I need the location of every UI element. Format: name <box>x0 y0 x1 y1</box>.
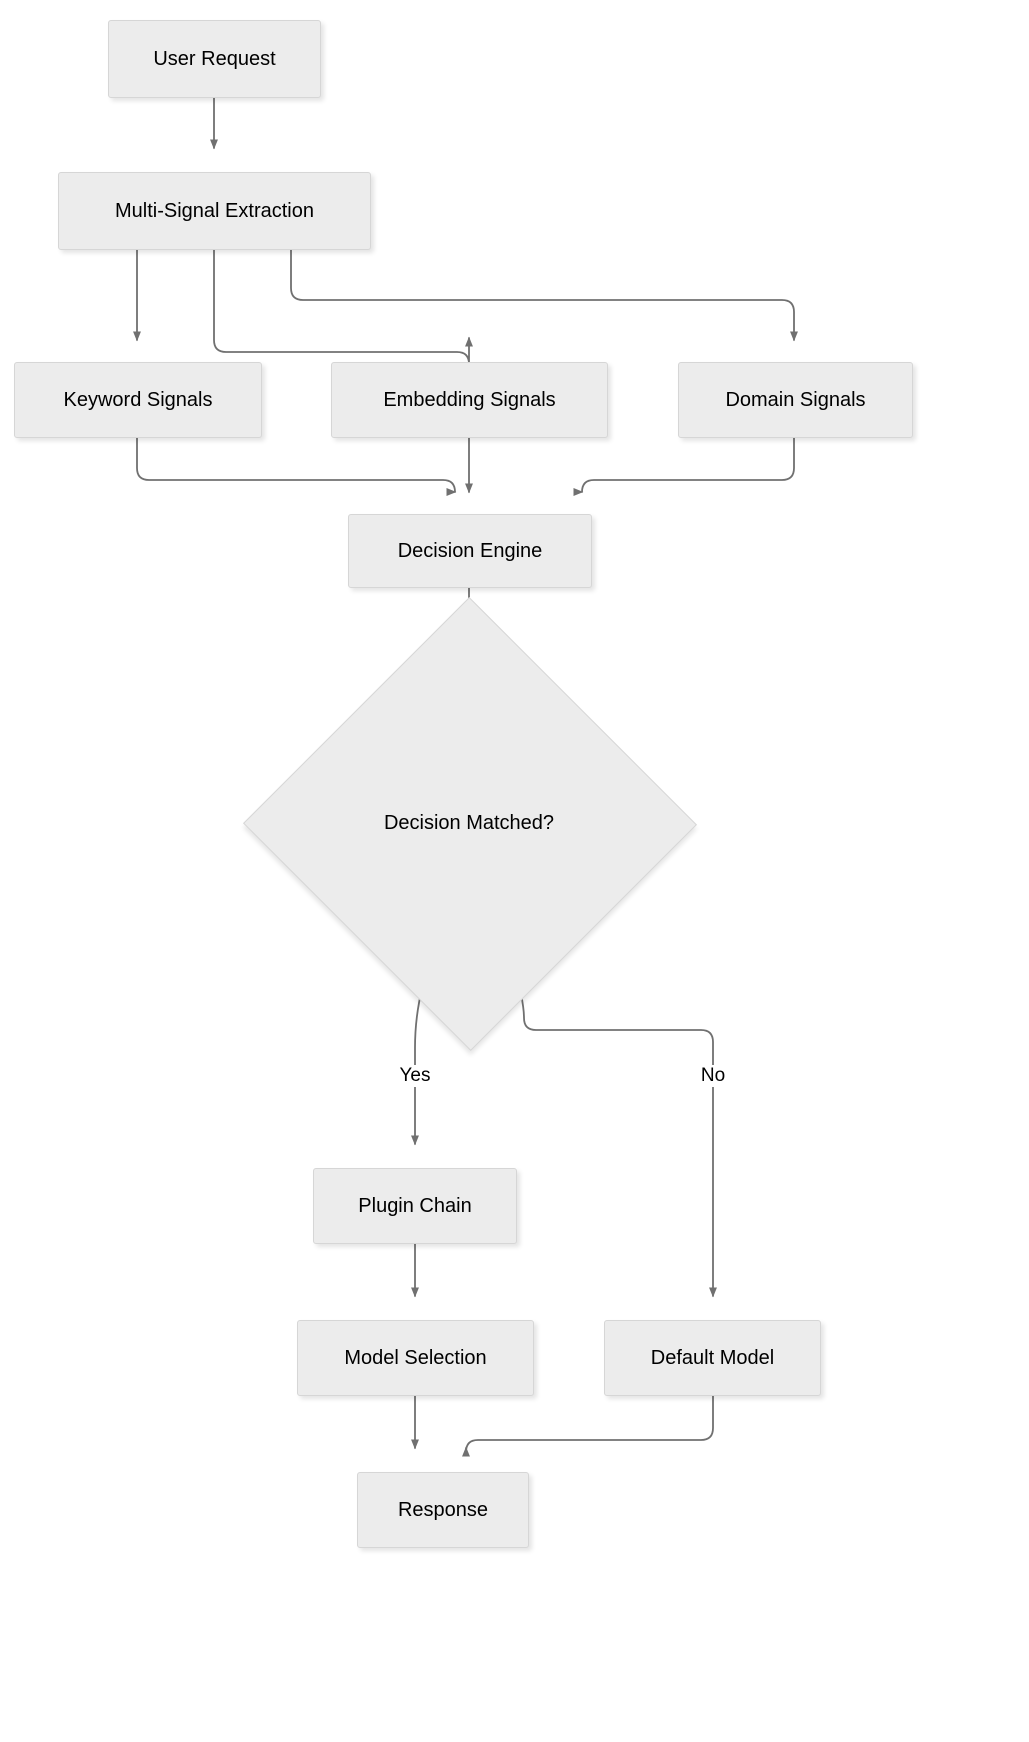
edge-keyword-to-decision-engine <box>136 437 459 494</box>
node-domain-signals[interactable]: Domain Signals <box>678 362 913 438</box>
node-label: Multi-Signal Extraction <box>115 200 314 222</box>
node-label: Embedding Signals <box>383 389 556 411</box>
node-label: Domain Signals <box>725 389 866 411</box>
node-label: Default Model <box>650 1347 775 1369</box>
node-label: Response <box>397 1499 489 1521</box>
node-decision-matched[interactable]: Decision Matched? <box>243 597 697 1051</box>
node-label: Model Selection <box>344 1347 487 1369</box>
edge-multi-signal-to-domain <box>290 249 798 342</box>
node-response[interactable]: Response <box>357 1472 529 1548</box>
node-user-request[interactable]: User Request <box>108 20 321 98</box>
node-default-model[interactable]: Default Model <box>604 1320 821 1396</box>
node-decision-engine[interactable]: Decision Engine <box>348 514 592 588</box>
node-keyword-signals[interactable]: Keyword Signals <box>14 362 262 438</box>
edge-multi-signal-to-embedding <box>213 249 473 365</box>
node-model-selection[interactable]: Model Selection <box>297 1320 534 1396</box>
edge-label-no: No <box>697 1065 729 1087</box>
edge-label-yes: Yes <box>396 1065 434 1087</box>
node-embedding-signals[interactable]: Embedding Signals <box>331 362 608 438</box>
node-label: Decision Engine <box>397 540 543 562</box>
edge-domain-to-decision-engine <box>578 437 795 494</box>
node-multi-signal-extraction[interactable]: Multi-Signal Extraction <box>58 172 371 250</box>
edge-decision-matched-to-default-model <box>511 957 717 1298</box>
node-label: Plugin Chain <box>358 1195 472 1217</box>
node-label: Keyword Signals <box>63 389 213 411</box>
edge-default-model-to-response <box>462 1395 714 1457</box>
node-label: User Request <box>153 48 276 70</box>
node-plugin-chain[interactable]: Plugin Chain <box>313 1168 517 1244</box>
node-label: Decision Matched? <box>383 811 555 834</box>
